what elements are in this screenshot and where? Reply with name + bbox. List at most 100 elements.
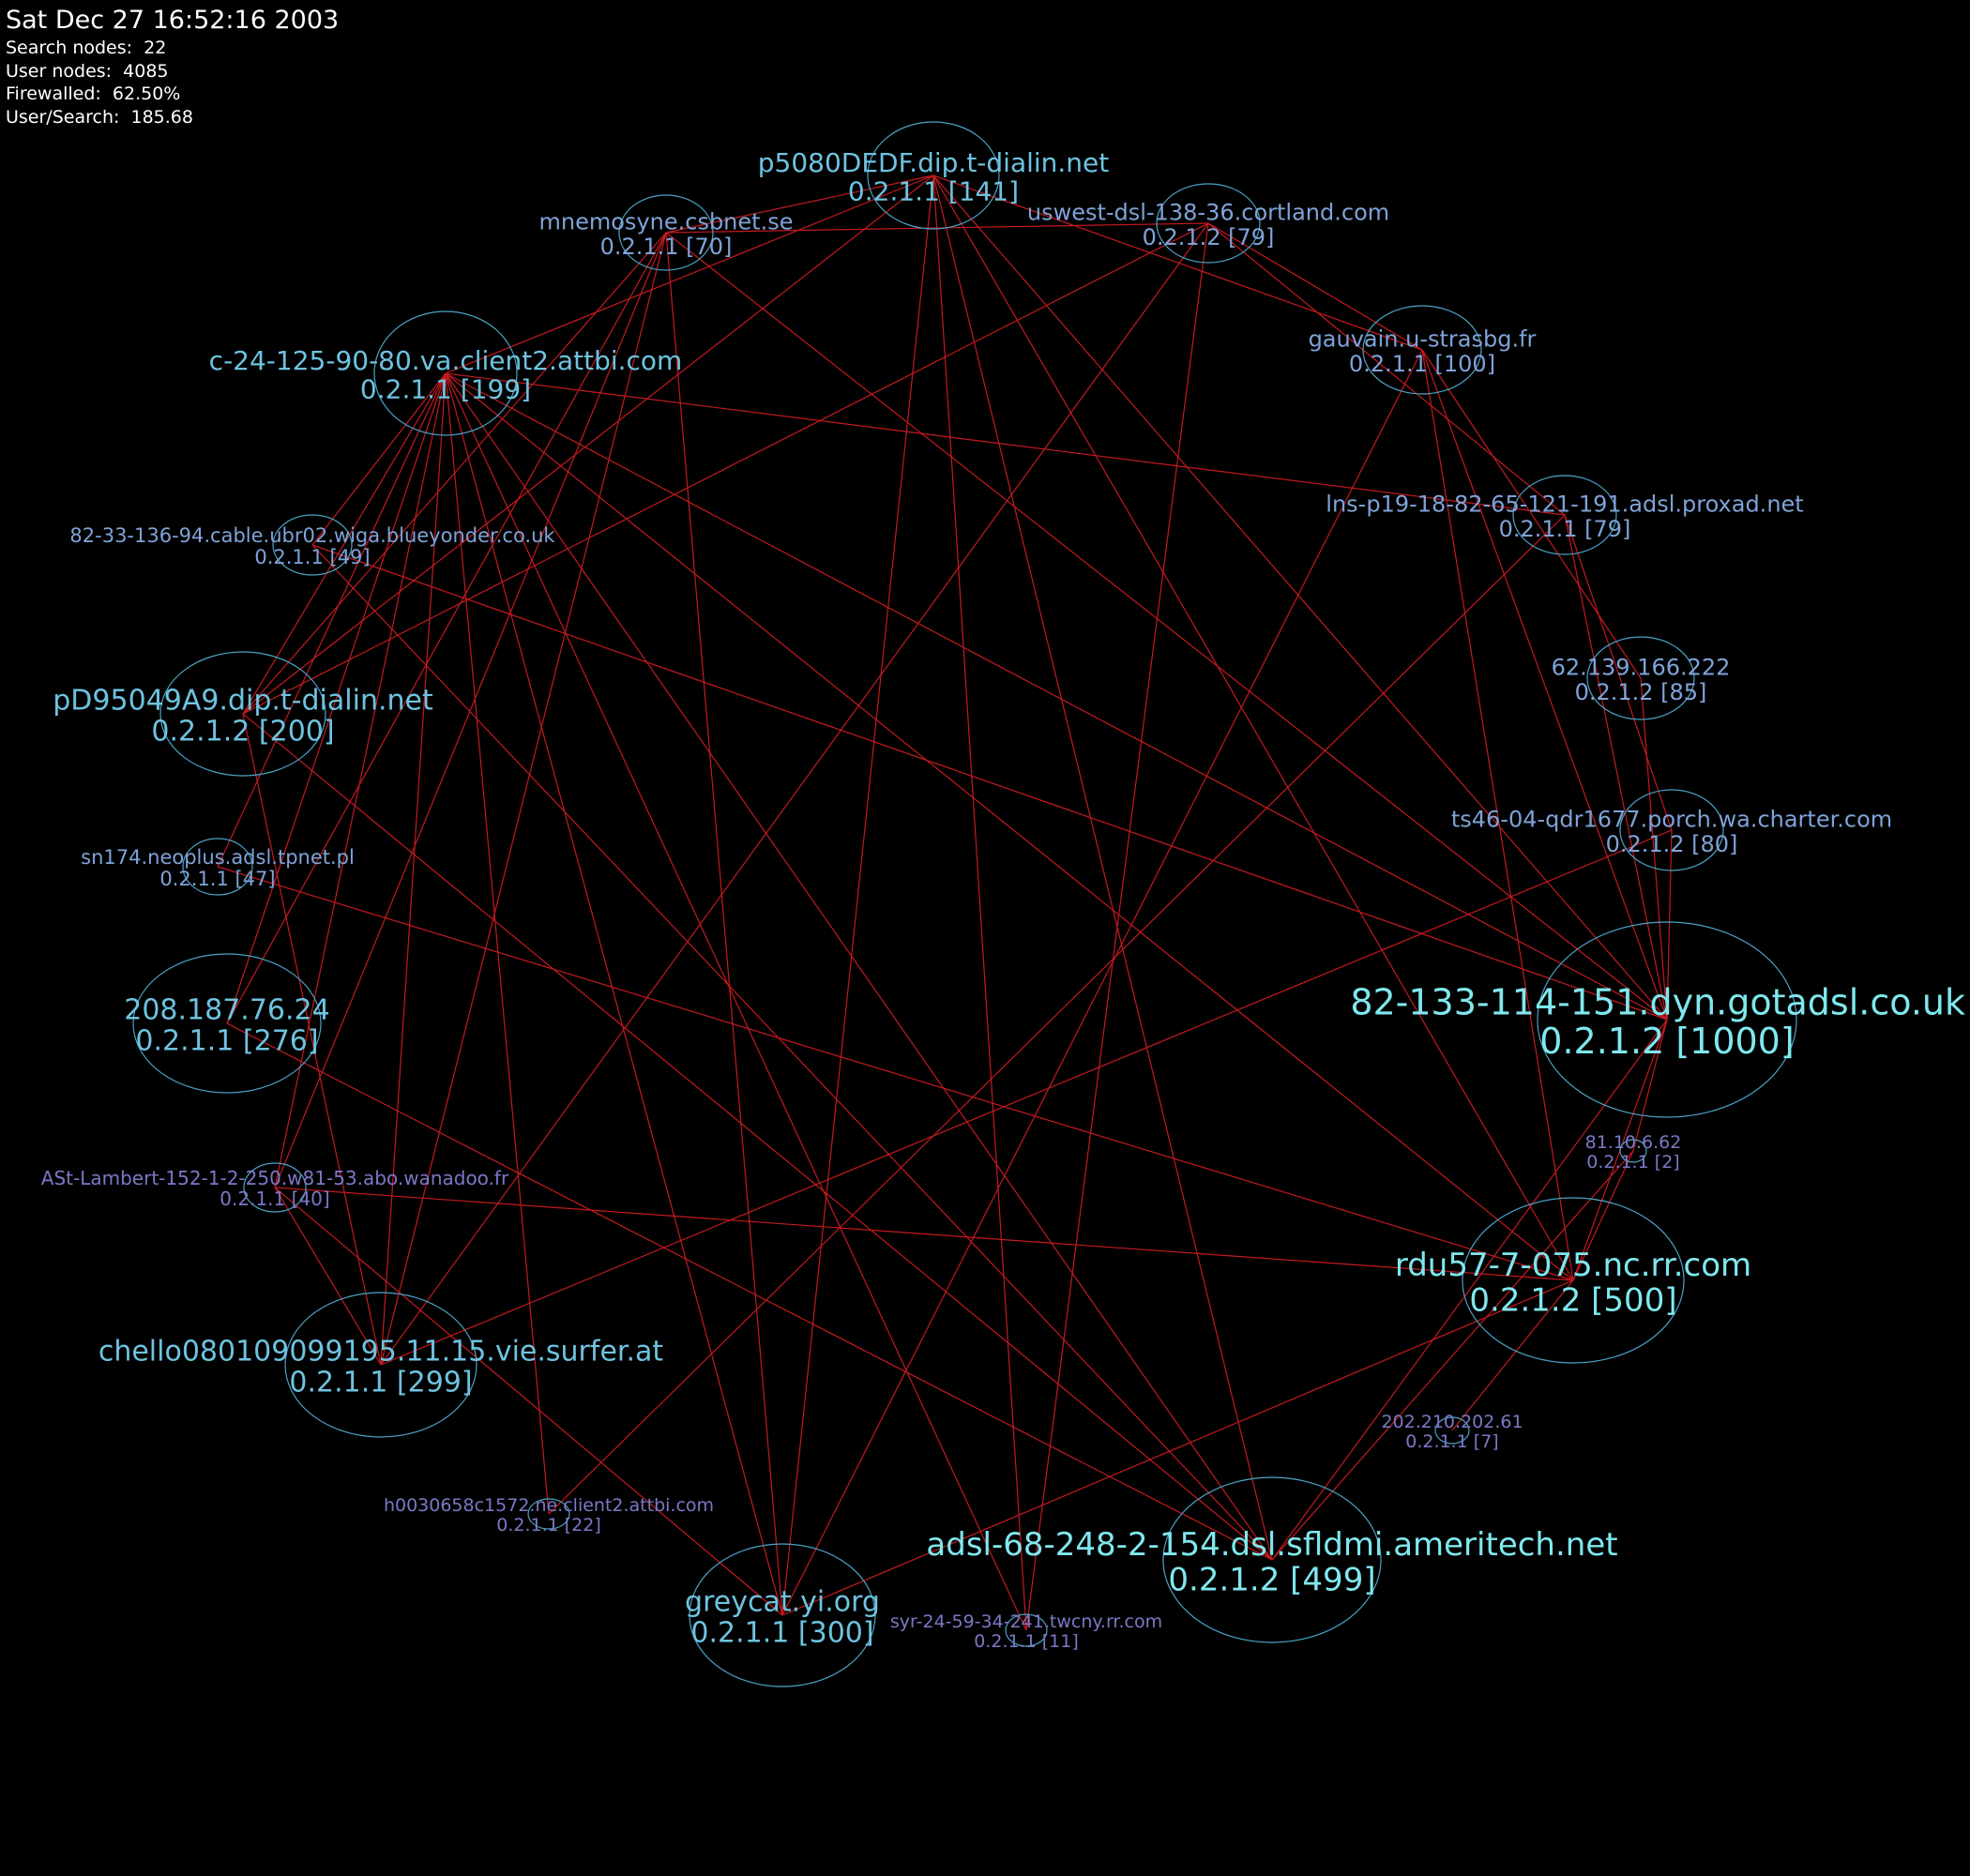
node-hostname: sn174.neoplus.adsl.tpnet.pl [81,846,355,869]
edge-n3-n9 [1421,349,1574,1281]
edge-n4-n7 [1564,514,1668,1021]
edge-n2-n4 [1207,222,1566,516]
node-version-info: 0.2.1.1 [141] [848,176,1019,207]
node-version-info: 0.2.1.1 [299] [289,1367,472,1399]
edge-n1-n3 [932,174,1423,351]
edge-n2-n3 [1207,222,1423,351]
edge-n11-n20 [311,544,1273,1561]
node-version-info: 0.2.1.1 [40] [220,1188,329,1210]
node-ellipse [1156,183,1261,264]
node-n7[interactable]: 82-133-114-151.dyn.gotadsl.co.uk0.2.1.2 … [1350,921,1965,1118]
node-n11[interactable]: adsl-68-248-2-154.dsl.sfldmi.ameritech.n… [926,1476,1618,1643]
node-n17[interactable]: 208.187.76.240.2.1.1 [276] [124,953,330,1094]
timestamp: Sat Dec 27 16:52:16 2003 [6,6,340,35]
node-ellipse [373,310,518,436]
stat-value: 22 [144,38,167,59]
node-ellipse [284,1292,477,1438]
edge-n5-n7 [1640,677,1668,1021]
node-hostname: rdu57-7-075.nc.rr.com [1395,1247,1751,1284]
stat-label: Firewalled: [6,83,101,105]
node-n4[interactable]: lns-p19-18-82-65-121-191.adsl.proxad.net… [1326,475,1804,555]
stats-panel: Sat Dec 27 16:52:16 2003 Search nodes: 2… [6,4,339,129]
edge-n18-n21 [217,372,447,868]
node-version-info: 0.2.1.1 [70] [600,234,733,260]
node-hostname: 82-133-114-151.dyn.gotadsl.co.uk [1350,981,1965,1022]
node-ellipse [689,1543,876,1687]
edge-layer [217,174,1673,1631]
edge-n1-n21 [445,174,934,374]
node-version-info: 0.2.1.1 [300] [690,1617,873,1650]
edge-n20-n21 [311,372,447,546]
edge-n16-n22 [274,232,667,1188]
edge-n4-n14 [548,514,1566,1515]
node-version-info: 0.2.1.2 [200] [151,716,334,749]
node-n10[interactable]: 202.210.202.610.2.1.1 [7] [1381,1412,1523,1452]
node-version-info: 0.2.1.1 [47] [159,868,275,890]
node-ellipse [182,838,253,896]
node-ellipse [618,194,714,271]
edge-n7-n20 [311,544,1668,1021]
node-version-info: 0.2.1.2 [500] [1469,1281,1676,1319]
edge-n4-n21 [445,372,1566,516]
node-version-info: 0.2.1.2 [499] [1168,1561,1375,1598]
stat-label: User/Search: [6,107,120,129]
node-hostname: uswest-dsl-138-36.cortland.com [1027,199,1389,225]
node-version-info: 0.2.1.2 [80] [1606,831,1738,857]
node-hostname: 82-33-136-94.cable.ubr02.wiga.blueyonder… [69,524,555,547]
node-version-info: 0.2.1.1 [2] [1586,1152,1679,1172]
edge-n1-n19 [242,174,934,715]
node-version-info: 0.2.1.2 [79] [1143,224,1275,250]
edge-n2-n19 [242,222,1209,715]
node-hostname: gauvain.u-strasbg.fr [1309,325,1537,352]
node-n8[interactable]: 81.10.6.620.2.1.1 [2] [1585,1132,1682,1172]
edge-n2-n15 [380,222,1209,1366]
node-hostname: c-24-125-90-80.va.client2.attbi.com [209,345,683,376]
node-hostname: greycat.yi.org [685,1586,880,1619]
node-n22[interactable]: mnemosyne.csbnet.se0.2.1.1 [70] [539,194,794,271]
node-n6[interactable]: ts46-04-qdr1677.porch.wa.charter.com0.2.… [1451,789,1892,871]
stat-label: Search nodes: [6,38,133,59]
edge-n17-n21 [226,372,447,1024]
node-ellipse [1586,636,1695,720]
stat-value: 62.50% [112,83,181,105]
node-n15[interactable]: chello080109099195.11.15.vie.surfer.at0.… [98,1292,664,1438]
stat-firewalled: Firewalled: 62.50% [6,83,339,106]
node-hostname: p5080DEDF.dip.t-dialin.net [758,147,1110,178]
edge-n12-n1 [932,174,1027,1631]
node-n21[interactable]: c-24-125-90-80.va.client2.attbi.com0.2.1… [209,310,683,436]
node-ellipse [1619,1139,1647,1163]
edge-n9-n16 [274,1187,1574,1281]
node-n18[interactable]: sn174.neoplus.adsl.tpnet.pl0.2.1.1 [47] [81,838,355,896]
edge-n15-n16 [274,1187,382,1366]
node-n20[interactable]: 82-33-136-94.cable.ubr02.wiga.blueyonder… [69,514,555,576]
edge-n8-n11 [1271,1150,1634,1561]
node-hostname: adsl-68-248-2-154.dsl.sfldmi.ameritech.n… [926,1526,1617,1564]
edge-n1-n11 [932,174,1273,1561]
edge-n8-n9 [1572,1150,1634,1281]
node-version-info: 0.2.1.1 [22] [496,1515,601,1536]
node-ellipse [1434,1416,1470,1445]
node-version-info: 0.2.1.1 [79] [1499,516,1631,542]
edge-n1-n9 [932,174,1574,1281]
node-version-info: 0.2.1.1 [7] [1405,1431,1498,1452]
node-ellipse [527,1498,570,1530]
node-n14[interactable]: h0030658c1572.ne.client2.attbi.com0.2.1.… [384,1495,714,1536]
node-ellipse [1162,1476,1382,1643]
node-version-info: 0.2.1.2 [85] [1575,679,1707,705]
node-version-info: 0.2.1.1 [276] [135,1025,318,1058]
node-ellipse [159,651,326,777]
node-n3[interactable]: gauvain.u-strasbg.fr0.2.1.1 [100] [1309,305,1537,395]
node-n16[interactable]: ASt-Lambert-152-1-2-250.w81-53.abo.wanad… [41,1162,509,1213]
stat-label: User nodes: [6,60,113,82]
edge-n15-n22 [380,232,667,1366]
edge-n9-n18 [217,866,1574,1281]
edge-n1-n22 [665,174,934,234]
